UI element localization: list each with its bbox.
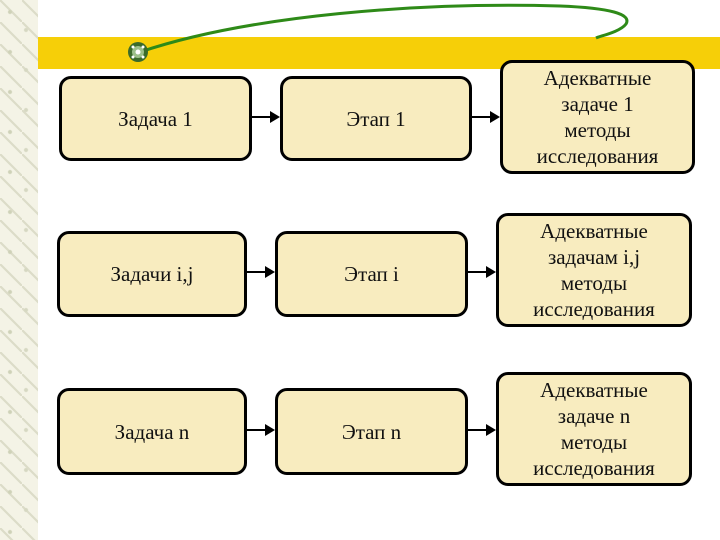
methods-line: методы [561, 429, 627, 455]
stage-label: Этап i [344, 261, 399, 287]
methods-line: Адекватные [540, 218, 648, 244]
bullet-ornament-icon [128, 42, 148, 62]
methods-line: исследования [533, 296, 655, 322]
task-box: Задачи i,j [57, 231, 247, 317]
task-label: Задача n [115, 419, 190, 445]
methods-line: задачам i,j [548, 244, 640, 270]
stage-box: Этап i [275, 231, 468, 317]
task-label: Задача 1 [118, 106, 193, 132]
green-swoosh [140, 5, 627, 52]
arrow-right [247, 265, 275, 279]
arrow-right [468, 265, 496, 279]
arrow-right [468, 423, 496, 437]
arrow-right [252, 110, 280, 124]
task-box: Задача 1 [59, 76, 252, 161]
methods-line: методы [564, 117, 630, 143]
arrow-right [247, 423, 275, 437]
task-label: Задачи i,j [111, 261, 194, 287]
methods-line: исследования [533, 455, 655, 481]
arrow-right [472, 110, 500, 124]
stage-label: Этап 1 [346, 106, 405, 132]
stage-label: Этап n [342, 419, 401, 445]
task-box: Задача n [57, 388, 247, 475]
methods-box: Адекватные задаче 1 методы исследования [500, 60, 695, 174]
methods-box: Адекватные задачам i,j методы исследован… [496, 213, 692, 327]
methods-line: исследования [537, 143, 659, 169]
methods-line: задаче 1 [561, 91, 633, 117]
methods-line: Адекватные [540, 377, 648, 403]
decorative-pattern [0, 0, 38, 540]
methods-line: Адекватные [544, 65, 652, 91]
stage-box: Этап 1 [280, 76, 472, 161]
methods-box: Адекватные задаче n методы исследования [496, 372, 692, 486]
stage-box: Этап n [275, 388, 468, 475]
methods-line: задаче n [558, 403, 630, 429]
methods-line: методы [561, 270, 627, 296]
